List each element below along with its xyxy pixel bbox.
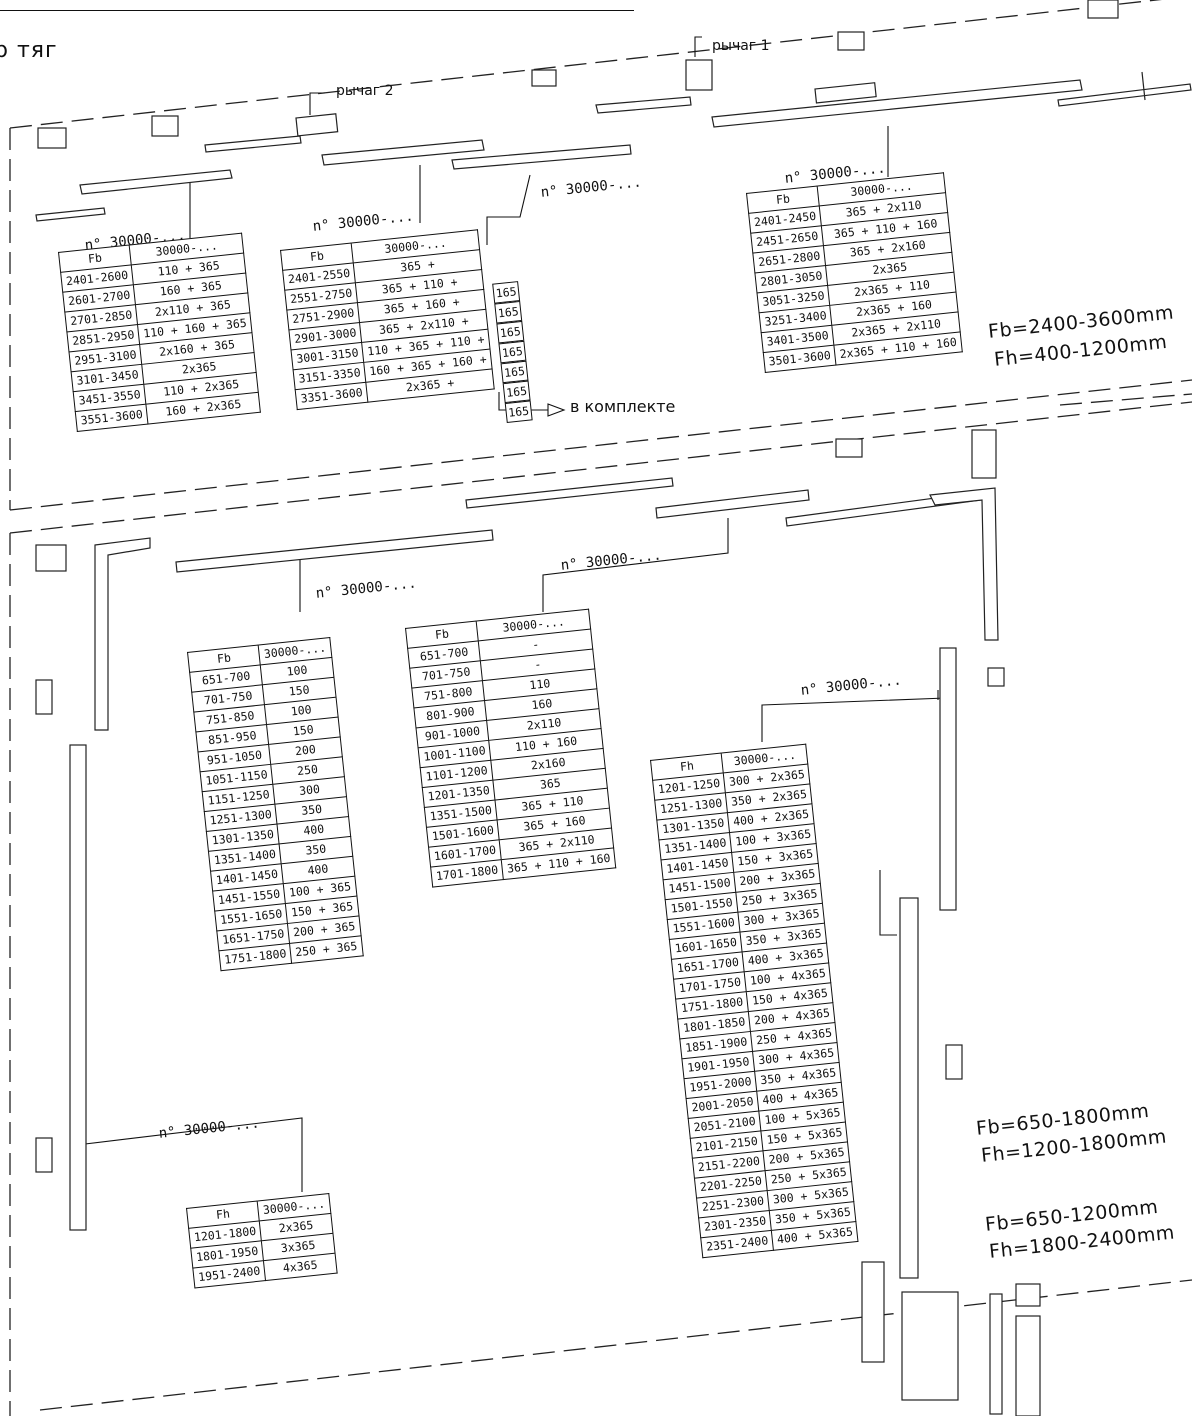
- top-rod-5: [595, 96, 692, 114]
- heading-rule: [0, 10, 634, 11]
- top-rod-6: [204, 135, 302, 153]
- bottom-vertical-rod-right: [939, 647, 957, 911]
- side-value-cell: 165: [500, 360, 529, 384]
- bottom-rod-top-2: [465, 477, 674, 509]
- top-frame-upper: [9, 0, 1163, 129]
- top-rod-1: [79, 169, 233, 195]
- top-rod-2: [321, 139, 485, 166]
- bottom-rod-top-3: [655, 489, 810, 519]
- bottom-vertical-rod-left: [69, 744, 87, 1231]
- lever-2-label: рычаг 2: [336, 83, 394, 99]
- top-rod-7: [1057, 83, 1192, 107]
- top-frame-lower: [9, 379, 1192, 511]
- side-value-cell: 165: [498, 340, 527, 364]
- top-rod-3: [451, 144, 632, 170]
- side-value-cell: 165: [492, 281, 521, 304]
- bottom-corner-left: [94, 537, 151, 731]
- bottom-rod-top: [175, 529, 494, 573]
- lever-1-label: рычаг 1: [712, 38, 770, 54]
- top-frame-lower-2: [1059, 393, 1192, 406]
- side-value-cell: 165: [504, 400, 533, 424]
- included-arrow: [547, 403, 566, 417]
- included-label: в комплекте: [570, 397, 676, 416]
- side-value-cell: 165: [502, 380, 531, 404]
- top-rod-4: [711, 79, 1083, 128]
- top-rod-8: [35, 207, 106, 222]
- side-value-cell: 165: [496, 320, 525, 344]
- bottom-frame-upper: [9, 401, 1192, 534]
- page-heading: р тяг: [0, 38, 58, 63]
- side-value-cell: 165: [494, 300, 523, 324]
- bottom-corner-right: [929, 487, 999, 641]
- bottom-vertical-rod-mid: [899, 897, 919, 1279]
